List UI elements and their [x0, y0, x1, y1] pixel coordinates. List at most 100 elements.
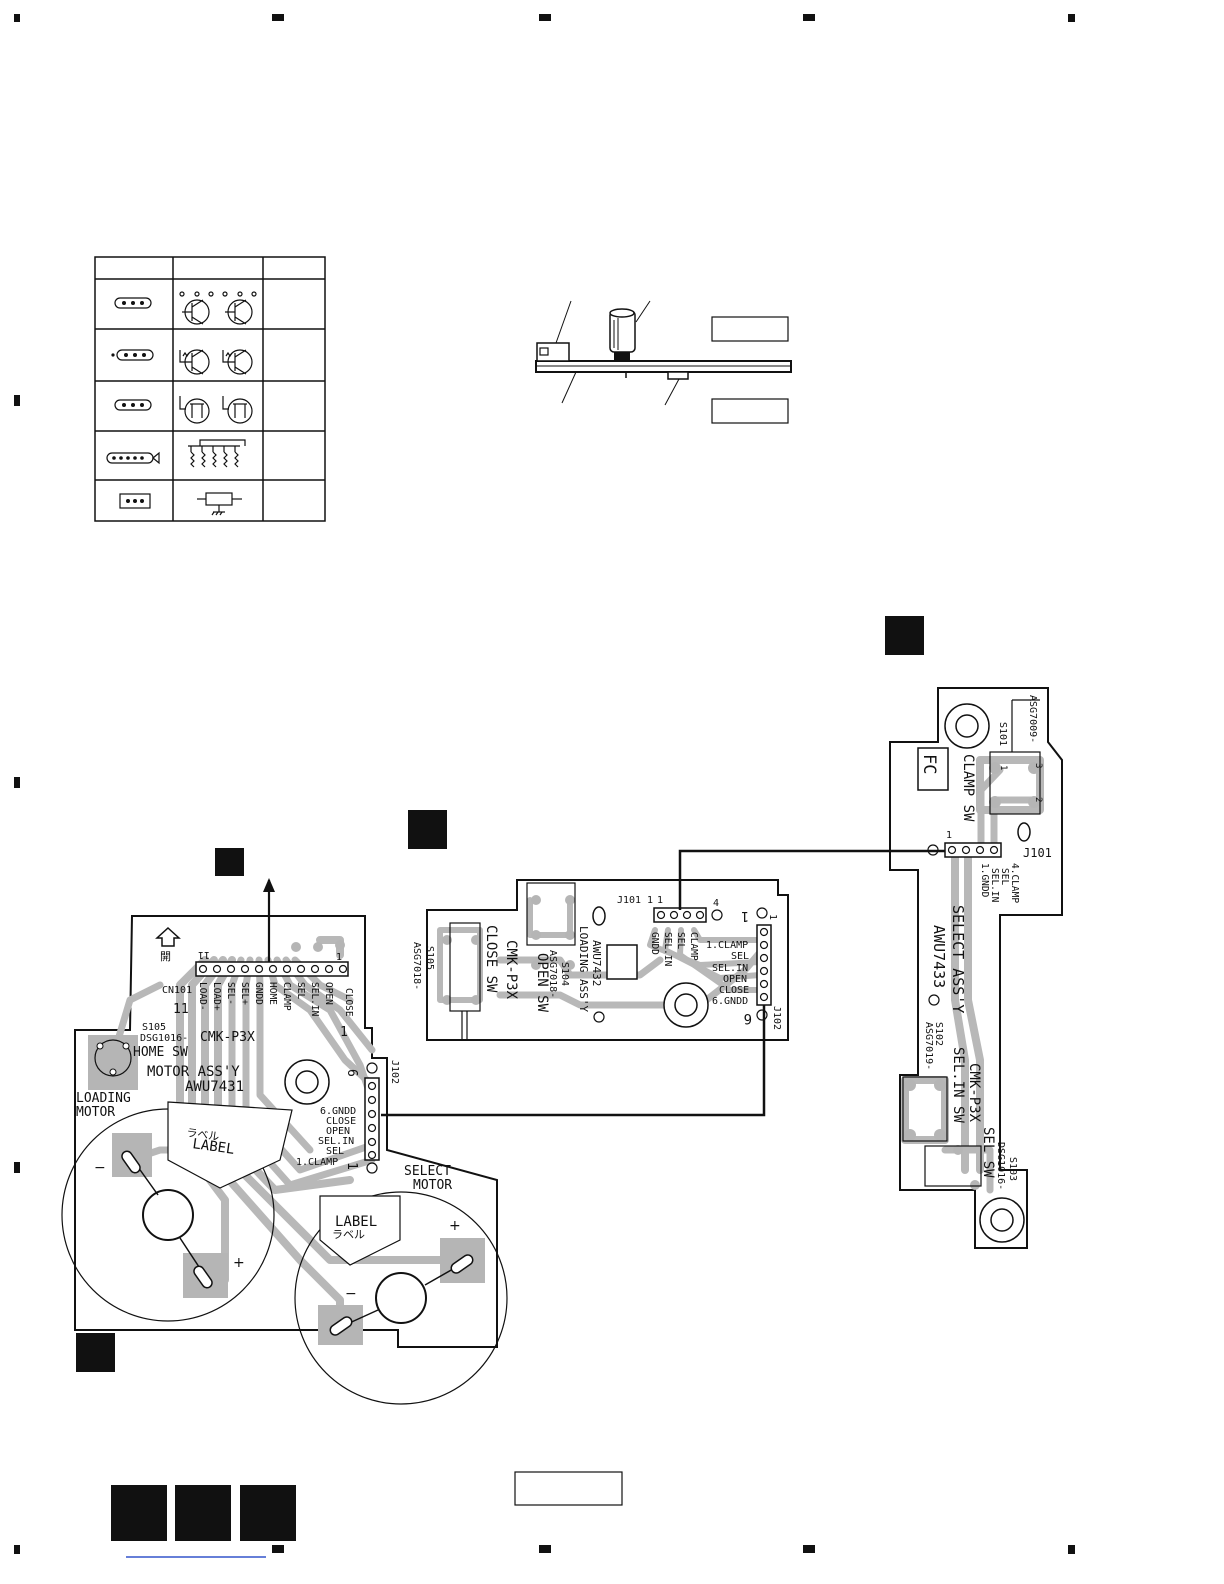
- loading-j102-pin1: 1: [767, 914, 778, 920]
- section-marker: [408, 810, 447, 849]
- electrolytic-capacitor-icon: [609, 308, 636, 361]
- filter-footprint-icon: [119, 493, 151, 509]
- select-model: CMK-P3X: [966, 1063, 982, 1123]
- cn101-pin-label: CLOSE: [343, 988, 354, 1017]
- digital-transistor-icon: [179, 349, 210, 375]
- select-minus: −: [345, 1286, 357, 1302]
- motor-board: 開 11 1 CN101 11 LOAD- LOAD+ SEL- SEL+ GN…: [61, 878, 508, 1405]
- select-j101-connector: [944, 842, 1002, 858]
- loading-corner-mark: 1: [741, 908, 749, 923]
- label-en: LABEL: [191, 1136, 235, 1158]
- selin-sw-name: SEL.IN SW: [950, 1047, 966, 1123]
- cn101-pin-label: LOAD-: [197, 982, 208, 1011]
- cn101-pin-label: HOME: [267, 982, 278, 1005]
- resistor-array-footprint-icon: [106, 451, 160, 465]
- loading-j101-label: SEL: [675, 932, 686, 949]
- j102-label: SEL.IN: [318, 1136, 354, 1147]
- select-plus: +: [449, 1218, 461, 1234]
- index-block: [111, 1485, 167, 1541]
- clamp-sw-pin3: 3: [1033, 763, 1043, 768]
- sel-sw-body: [924, 1145, 982, 1187]
- cn101-name: CN101: [162, 985, 192, 996]
- clamp-sw-name: CLAMP SW: [960, 754, 976, 822]
- loading-model: CMK-P3X: [503, 940, 519, 1000]
- label2-jp: ラベル: [332, 1228, 365, 1241]
- loading-motor-label: MOTOR: [76, 1105, 115, 1120]
- select-motor-label: MOTOR: [413, 1178, 452, 1193]
- up-arrow-icon: [263, 878, 275, 892]
- clamp-sw-body: [989, 751, 1041, 815]
- mounting-side-view: [535, 300, 792, 424]
- cn101-pin-label: SEL: [295, 982, 306, 999]
- npn-transistor-icon: [179, 291, 214, 325]
- motor-part-no: AWU7431: [185, 1079, 244, 1095]
- loading-j101-pin1b: 1: [647, 895, 653, 906]
- j102-name: J102: [389, 1060, 400, 1084]
- close-sw-body: [449, 922, 481, 1012]
- sel-sw-ref: S103: [1007, 1157, 1018, 1181]
- reg-mark: [539, 1545, 551, 1553]
- loading-board: J101 1 1 4 1 GNDD SEL.IN SEL CLAMP 1.CLA…: [411, 879, 789, 1041]
- digital-transistor-icon: [222, 349, 253, 375]
- loading-title: LOADING ASS'Y: [577, 926, 590, 1012]
- cn101-pin-label: SEL-: [225, 982, 236, 1005]
- legend-frame: [94, 256, 326, 522]
- reg-mark: [14, 395, 20, 406]
- select-j101-label: 4.CLAMP: [1009, 863, 1020, 903]
- j102-pin1: 1: [344, 1162, 359, 1170]
- open-sw-name: OPEN SW: [534, 953, 550, 1013]
- cn101-pin-label: SEL+: [239, 982, 250, 1005]
- select-board-traces: [901, 756, 1044, 1194]
- cn101-pin-label: GNDD: [253, 982, 264, 1005]
- reg-mark: [1068, 1545, 1075, 1554]
- cn101-pin11: 11: [173, 1002, 189, 1017]
- side-label-box: [711, 316, 789, 342]
- select-j101-label: SEL.IN: [989, 868, 1000, 903]
- page-number-box: [514, 1471, 623, 1506]
- select-j101-pin1: 1: [946, 830, 952, 841]
- resistor-array-icon: [188, 439, 246, 468]
- loading-j101-label: GNDD: [649, 932, 660, 955]
- reg-mark: [272, 14, 284, 21]
- select-j101-label: 1.GNDD: [979, 863, 990, 898]
- open-sw-part: ASG7018-: [547, 950, 558, 998]
- wire-loading-to-select: [678, 849, 945, 910]
- filter-icon: [197, 492, 242, 516]
- loading-j102-label: 6.GNDD: [712, 996, 748, 1007]
- fet-icon: [222, 396, 253, 424]
- label2-en: LABEL: [335, 1214, 377, 1230]
- close-sw-name: CLOSE SW: [483, 925, 499, 993]
- home-sw-ref: S105: [142, 1022, 166, 1033]
- motor-plus: +: [233, 1255, 245, 1271]
- registration-marks: [14, 14, 1075, 1554]
- home-sw-name: HOME SW: [133, 1045, 188, 1060]
- motor-open-mark: 開: [160, 950, 171, 963]
- loading-j102-label: OPEN: [723, 974, 747, 985]
- reg-mark: [14, 14, 20, 22]
- cn101-pin-first: 1: [336, 952, 342, 963]
- sel-sw-part: DSG1016-: [995, 1142, 1006, 1190]
- index-block: [175, 1485, 231, 1541]
- open-sw-ref: S104: [559, 962, 570, 986]
- cn101-pin-label: OPEN: [323, 982, 334, 1005]
- reg-mark: [14, 777, 20, 788]
- cn101-connector: [195, 961, 349, 977]
- clamp-sw-ref: S101: [997, 722, 1008, 746]
- cn101-pin1-mark: 1: [340, 1025, 348, 1040]
- j102-label: CLOSE: [326, 1116, 356, 1127]
- clamp-sw-pin2: 2: [1033, 797, 1043, 802]
- cn101-pin-label: SEL.IN: [309, 982, 320, 1017]
- j102-label: 6.GNDD: [320, 1106, 356, 1117]
- fc-label-box: [917, 747, 949, 791]
- motor-title: MOTOR ASS'Y: [147, 1064, 240, 1080]
- fc-label: FC: [919, 754, 939, 774]
- npn-transistor-icon: [222, 291, 257, 325]
- select-board: FC ASG7009- S101 CLAMP SW 1 2 3 1 J101 4…: [889, 687, 1063, 1249]
- motor-j102-connector: [364, 1077, 380, 1161]
- reg-mark: [803, 14, 815, 21]
- loading-j102-label: 1.CLAMP: [706, 940, 748, 951]
- loading-j101-pin4: 4: [713, 898, 719, 909]
- wire-loading-to-motor: [381, 1005, 766, 1117]
- loading-j101-connector: [653, 907, 707, 923]
